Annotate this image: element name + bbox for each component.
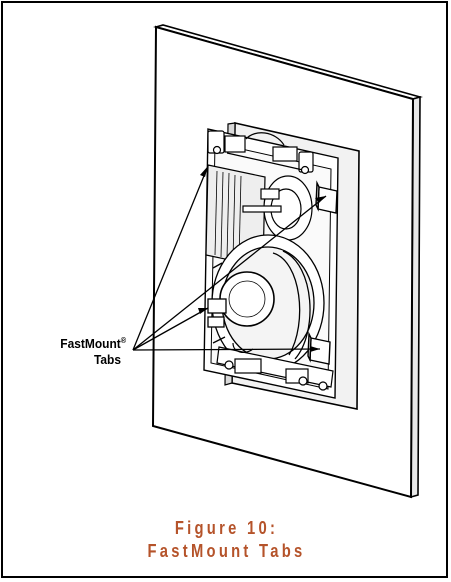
woofer bbox=[207, 234, 325, 372]
callout-line2: Tabs bbox=[93, 352, 121, 367]
caption-title: FastMount Tabs bbox=[147, 541, 306, 561]
registered-mark: ® bbox=[120, 336, 127, 345]
caption-figure-number: Figure 10: bbox=[174, 518, 279, 538]
figure-caption: Figure 10: FastMount Tabs bbox=[43, 517, 410, 563]
callout-line1: FastMount bbox=[60, 336, 121, 351]
bottom-bracket bbox=[216, 342, 334, 391]
top-bracket bbox=[207, 130, 314, 175]
speaker-illustration bbox=[132, 24, 423, 499]
callout-leader-lines bbox=[132, 165, 327, 351]
leader-arrowheads bbox=[198, 166, 326, 352]
fastmount-callout-label: FastMount® Tabs bbox=[60, 336, 126, 368]
